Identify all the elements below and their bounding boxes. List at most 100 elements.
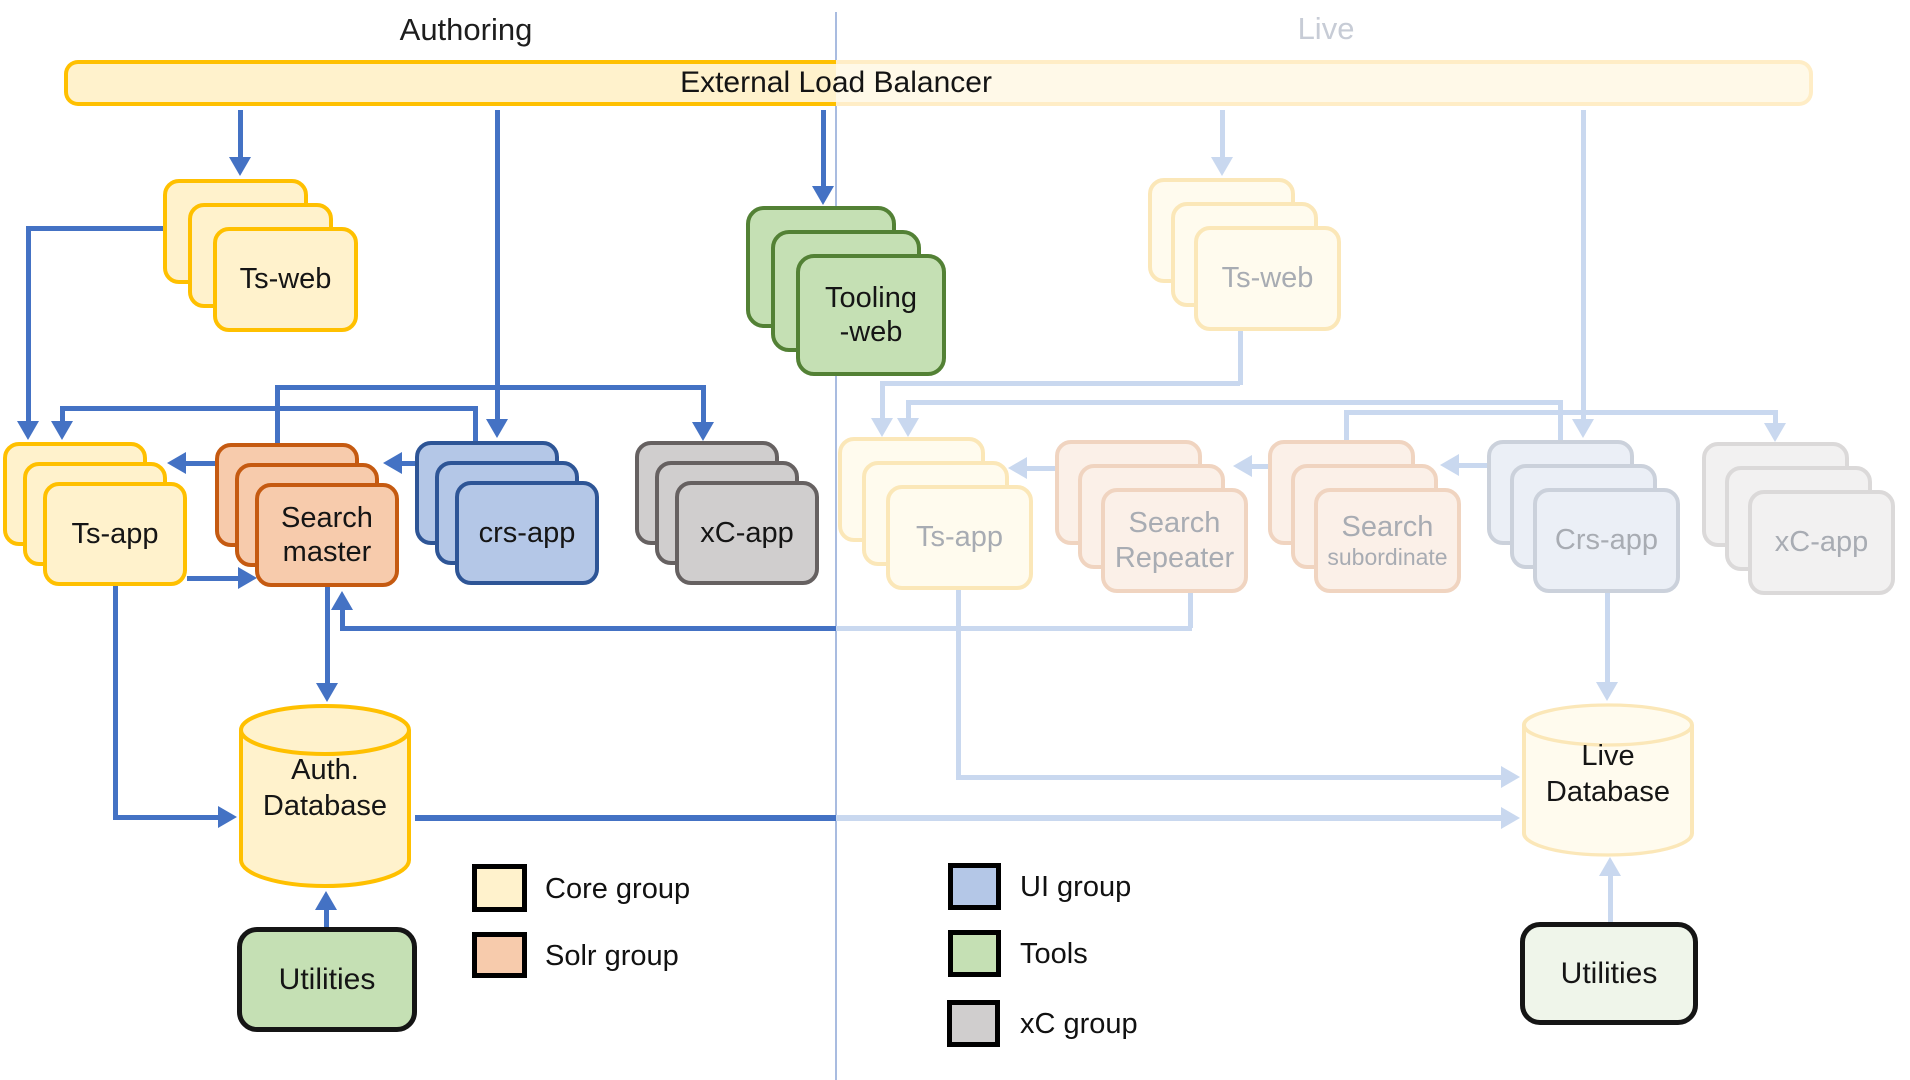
arrowhead	[1211, 157, 1233, 176]
node-label-line1: Search	[1128, 507, 1221, 540]
stack-card	[3, 442, 147, 546]
stack-card	[655, 461, 799, 565]
stack-card	[635, 441, 779, 545]
edge-segment	[956, 590, 961, 780]
stack-card	[838, 437, 985, 542]
edge-segment	[1344, 410, 1349, 442]
node-label: Crs-app	[1554, 524, 1659, 557]
node-label: Ts-app	[71, 517, 159, 550]
stack-card	[1171, 202, 1318, 307]
arrowhead	[238, 567, 257, 589]
arrowhead	[1596, 682, 1618, 701]
stack-card	[1510, 464, 1657, 569]
node-label: Utilities	[1560, 956, 1658, 990]
node-label: Search Repeater	[1105, 492, 1244, 589]
arrowhead	[692, 422, 714, 441]
arrowhead	[167, 452, 186, 474]
edge-segment	[836, 815, 1502, 821]
stack-card	[862, 461, 1009, 566]
stack-card: crs-app	[455, 481, 599, 585]
stack-card: Search Repeater	[1101, 488, 1248, 593]
edge-segment	[495, 110, 500, 420]
legend-swatch-xc-group	[947, 1000, 1000, 1047]
edge-segment	[1238, 330, 1243, 385]
legend-label: Tools	[1020, 937, 1088, 970]
stack-card	[771, 230, 921, 352]
auth-database-cylinder: Auth. Database	[235, 700, 415, 892]
edge-segment	[1581, 110, 1586, 419]
node-label: Ts-web	[1221, 262, 1314, 295]
node-label-line1: Live	[1581, 740, 1635, 772]
edge-segment	[701, 385, 706, 423]
stack-card	[163, 179, 308, 284]
load-balancer-bar-live	[836, 60, 1813, 106]
edge-segment	[1344, 410, 1777, 415]
stack-card: Ts-web	[1194, 226, 1341, 331]
stack-card: Search subordinate	[1314, 488, 1461, 593]
stack-card	[188, 203, 333, 308]
legend-swatch-solr-group	[472, 932, 527, 978]
edge-segment	[187, 576, 239, 581]
stack-card: xC-app	[1748, 490, 1895, 595]
load-balancer-label: External Load Balancer	[680, 66, 992, 99]
live-database-cylinder: Live Database	[1518, 700, 1698, 860]
arrowhead	[1764, 423, 1786, 442]
edge-segment	[340, 626, 836, 631]
stack-card	[1078, 464, 1225, 569]
edge-segment	[26, 226, 31, 422]
stack-card: Ts-app	[43, 482, 187, 586]
stack-card: Ts-app	[886, 485, 1033, 590]
edge-segment	[956, 775, 1502, 780]
edge-segment	[275, 385, 705, 390]
node-label-line2: Database	[1545, 776, 1671, 809]
node-label: Ts-app	[915, 521, 1004, 554]
legend-label: Core group	[545, 872, 691, 905]
edge-segment	[60, 406, 477, 411]
edge-segment	[836, 626, 1192, 631]
stack-card	[235, 463, 379, 567]
node-label: Search subordinate	[1318, 492, 1457, 589]
arrowhead	[17, 421, 39, 440]
arrowhead	[897, 418, 919, 437]
edge-segment	[1220, 110, 1225, 158]
edge-segment	[1251, 464, 1268, 469]
edge-segment	[880, 381, 885, 419]
node-label-line2: subordinate	[1327, 544, 1448, 571]
node-label: Search master	[259, 487, 395, 583]
node-label: Utilities	[278, 962, 376, 996]
node-label-line1: Search	[1341, 510, 1434, 543]
legend-label: xC group	[1020, 1007, 1138, 1040]
node-label-line1: Auth.	[291, 754, 359, 786]
load-balancer-bar-authoring	[64, 60, 836, 106]
stack-card: Tooling -web	[796, 254, 946, 376]
stack-card	[1148, 178, 1295, 283]
edge-segment	[880, 381, 1240, 386]
section-title-live: Live	[1297, 11, 1355, 46]
stack-card: Search master	[255, 483, 399, 587]
edge-segment	[1458, 463, 1487, 468]
edge-segment	[113, 815, 219, 820]
node-label-line2: Database	[262, 790, 388, 823]
node-label: xC-app	[700, 516, 794, 549]
legend-label: UI group	[1020, 870, 1132, 903]
section-divider	[835, 12, 837, 1080]
arrowhead	[1572, 419, 1594, 438]
